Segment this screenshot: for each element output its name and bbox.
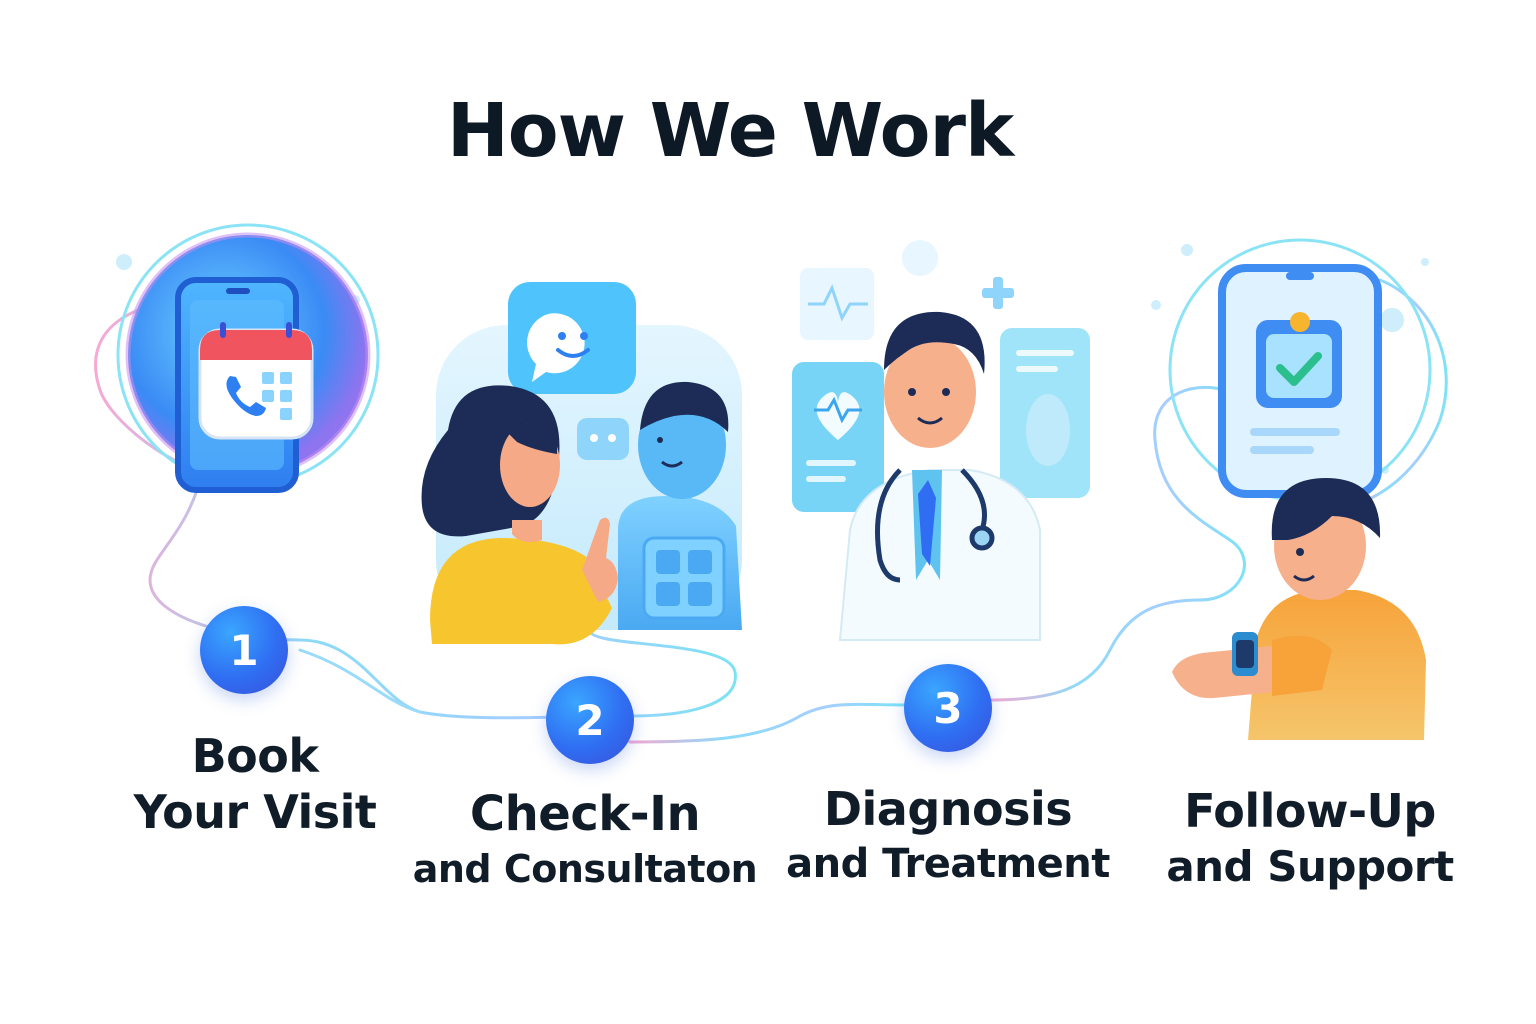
step-2-label: Check-In and Consultaton bbox=[410, 784, 760, 894]
step-3-title: Diagnosis bbox=[823, 782, 1073, 836]
step-2-badge: 2 bbox=[546, 676, 634, 764]
clipboard-check-icon bbox=[1256, 312, 1342, 408]
step-4-title: Follow-Up bbox=[1184, 784, 1436, 838]
step-3-badge: 3 bbox=[904, 664, 992, 752]
step-2-subtitle: and Consultaton bbox=[412, 847, 758, 891]
step-1-subtitle: Your Visit bbox=[133, 785, 377, 839]
phone-calendar-icon bbox=[175, 277, 314, 493]
patient-man-figure bbox=[1172, 478, 1426, 740]
book-visit-illustration bbox=[116, 223, 380, 493]
smartwatch-icon bbox=[1232, 632, 1258, 676]
plus-icon bbox=[982, 277, 1014, 309]
virtual-assistant-figure bbox=[618, 381, 742, 630]
step-3-subtitle: and Treatment bbox=[786, 841, 1110, 887]
diagnosis-illustration bbox=[792, 240, 1090, 641]
patient-woman-figure bbox=[421, 385, 618, 645]
stethoscope-icon bbox=[875, 468, 995, 583]
step-3-label: Diagnosis and Treatment bbox=[778, 780, 1118, 890]
page-title: How We Work bbox=[446, 88, 1014, 174]
step-4-label: Follow-Up and Support bbox=[1150, 782, 1470, 894]
step-1-label: Book Your Visit bbox=[110, 728, 400, 840]
doctor-figure bbox=[838, 311, 1041, 641]
follow-up-illustration bbox=[1168, 238, 1432, 740]
step-4-subtitle: and Support bbox=[1166, 842, 1454, 891]
chat-bot-icon bbox=[577, 418, 629, 460]
consultation-illustration bbox=[421, 282, 742, 645]
chat-smile-icon bbox=[508, 282, 636, 394]
step-2-title: Check-In bbox=[469, 786, 701, 842]
step-1-badge: 1 bbox=[200, 606, 288, 694]
step-1-title: Book bbox=[191, 729, 319, 783]
heartbeat-icon bbox=[814, 392, 862, 440]
